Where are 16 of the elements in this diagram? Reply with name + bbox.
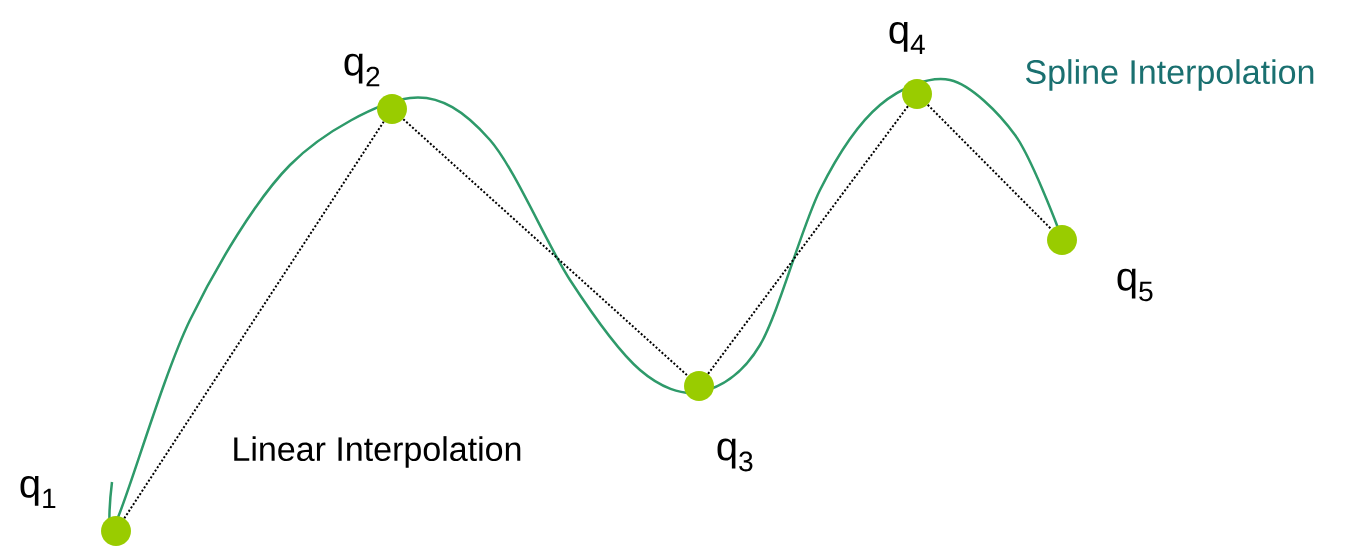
point-label: q$_{1}$ (20, 475, 56, 509)
point-label: q$_{4}$ (889, 21, 925, 55)
point-marker (902, 79, 932, 109)
point-label: q$_{3}$ (717, 438, 753, 472)
dotted-line (402, 118, 689, 377)
dotted-line (123, 120, 385, 520)
point-label: q$_{2}$ (344, 53, 380, 87)
dotted-line (707, 105, 909, 375)
point-label: q$_{5}$ (1117, 268, 1153, 302)
line-label: Linear Interpolation (234, 436, 521, 468)
dotted-line (926, 103, 1053, 231)
point-marker (1047, 225, 1077, 255)
spline-label: Spline Interpolation (1026, 59, 1314, 91)
point-marker (101, 516, 131, 546)
point-marker (377, 94, 407, 124)
point-marker (684, 371, 714, 401)
